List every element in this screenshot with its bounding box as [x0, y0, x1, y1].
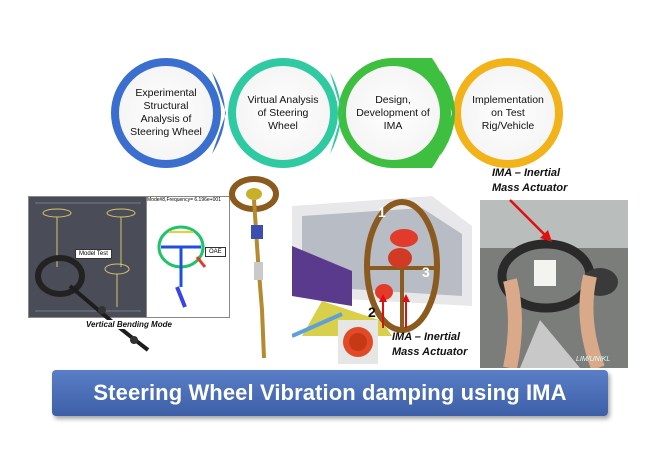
oae-label: OAE — [205, 247, 226, 257]
flow-step-3-shape — [338, 58, 455, 168]
flow-step-3-label: Design,Development of IMA — [356, 94, 430, 132]
vehicle-cad-panel: 1 2 3 — [292, 186, 472, 386]
flow-step-1-shape — [111, 58, 226, 168]
mode-header: Mode#8,Frequency= 6.196e+001 — [147, 197, 221, 203]
ima-actuator-photo — [338, 320, 378, 364]
flow-step-4-shape — [453, 58, 563, 168]
actuator-number-2: 2 — [368, 304, 376, 320]
model-test-label: Model Test — [75, 249, 112, 259]
flow-step-2-shape — [228, 58, 342, 168]
driver-ima-caption: IMA – Inertial Mass Actuator — [492, 167, 568, 194]
model-test-panel: Model Test — [28, 196, 148, 318]
photo-watermark: LIM/UNIKL — [576, 356, 611, 363]
title-banner-text: Steering Wheel Vibration damping using I… — [93, 380, 567, 451]
steering-column-model — [35, 255, 150, 352]
title-banner — [52, 370, 608, 416]
mode-shape-plot — [157, 225, 207, 308]
ima-arrows — [379, 294, 410, 328]
steering-assembly-model — [229, 176, 279, 359]
driver-photo-scene — [480, 200, 628, 368]
actuator-number-3: 3 — [422, 264, 430, 280]
mode-shape-panel: Mode#8,Frequency= 6.196e+001 OAE — [146, 196, 230, 318]
actuator-number-1: 1 — [378, 204, 386, 220]
vehicle-cad-model — [292, 196, 472, 338]
process-flow — [111, 58, 563, 168]
vehicle-ima-caption: IMA – Inertial Mass Actuator — [392, 331, 468, 358]
driver-photo: LIM/UNIKL — [480, 200, 628, 368]
vertical-bending-caption: Vertical Bending Mode — [84, 320, 174, 329]
driver-ima-arrow — [509, 199, 552, 242]
